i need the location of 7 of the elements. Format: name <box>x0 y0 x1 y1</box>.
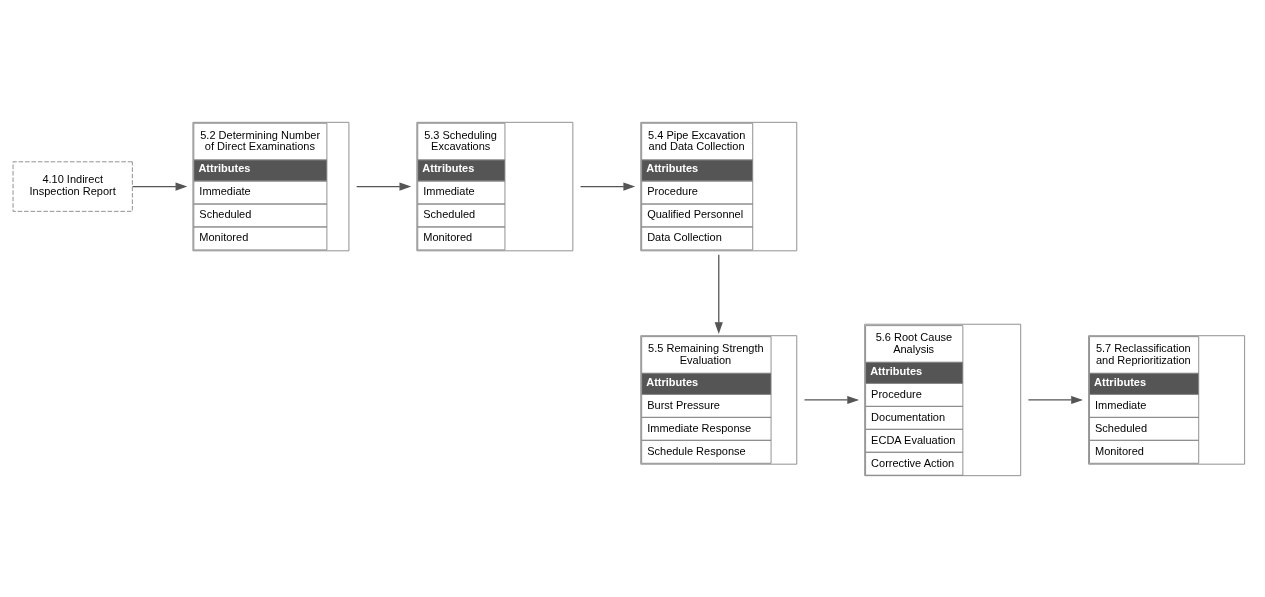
arrow <box>132 181 188 191</box>
arrow <box>714 253 723 334</box>
arrow <box>1027 395 1083 404</box>
arrow <box>356 181 412 191</box>
arrow <box>579 181 636 191</box>
arrow <box>803 395 860 404</box>
node-box: 4.10 Indirect Inspection Report <box>12 160 133 212</box>
